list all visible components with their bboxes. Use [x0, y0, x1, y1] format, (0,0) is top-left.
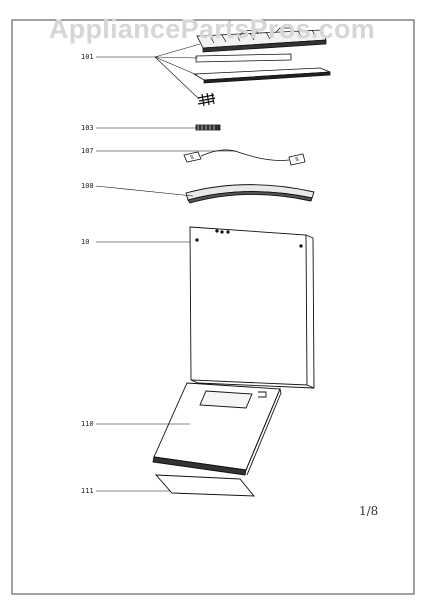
leader-lines — [95, 43, 236, 492]
leader-108 — [95, 185, 194, 197]
part-108-handle[interactable] — [185, 184, 315, 204]
leader-101-b — [154, 56, 199, 59]
part-101-assembly[interactable] — [196, 27, 327, 53]
callout-103[interactable]: 103 — [81, 124, 94, 132]
page-number: 1/8 — [359, 504, 379, 518]
part-110-inner-panel[interactable] — [152, 382, 282, 476]
leader-101-c — [154, 56, 198, 76]
sheet-frame — [11, 19, 415, 595]
callout-111[interactable]: 111 — [81, 487, 94, 495]
callout-10[interactable]: 10 — [81, 238, 90, 246]
callout-107[interactable]: 107 — [81, 147, 94, 155]
callout-101[interactable]: 101 — [81, 53, 94, 61]
callout-110[interactable]: 110 — [81, 420, 94, 428]
part-10-door-panel[interactable] — [189, 226, 315, 389]
part-101-strip[interactable] — [195, 53, 292, 63]
part-101-clip[interactable] — [197, 92, 216, 107]
watermark-logo: AppliancePartsPros.com — [48, 14, 376, 44]
part-103[interactable] — [195, 124, 221, 131]
part-107[interactable] — [183, 149, 306, 166]
leader-101-d — [154, 56, 200, 100]
leader-101-a — [96, 43, 201, 58]
part-101-bar[interactable] — [192, 67, 331, 84]
callout-108[interactable]: 108 — [81, 182, 94, 190]
part-111-plate[interactable] — [154, 474, 255, 497]
